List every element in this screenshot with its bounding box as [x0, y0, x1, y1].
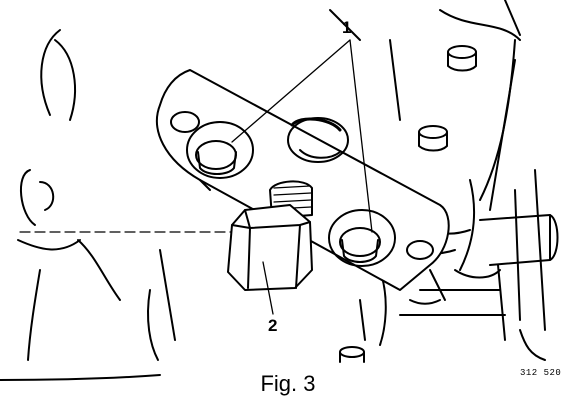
callout-2-leader: [262, 261, 274, 315]
crankshaft-seal: [287, 117, 349, 163]
figure-caption: Fig. 3: [260, 371, 316, 396]
centering-bolt: [227, 180, 313, 291]
block-bolt-heads: [339, 45, 477, 363]
plate-bolt-upper: [186, 121, 254, 179]
alignment-plate: [155, 69, 450, 291]
reference-code: 312 520: [520, 368, 562, 378]
callout-1-leaders: [231, 39, 373, 233]
callout-label-1: 1: [342, 18, 352, 37]
callout-label-2: 2: [268, 316, 278, 335]
plate-bolt-lower: [328, 209, 396, 267]
